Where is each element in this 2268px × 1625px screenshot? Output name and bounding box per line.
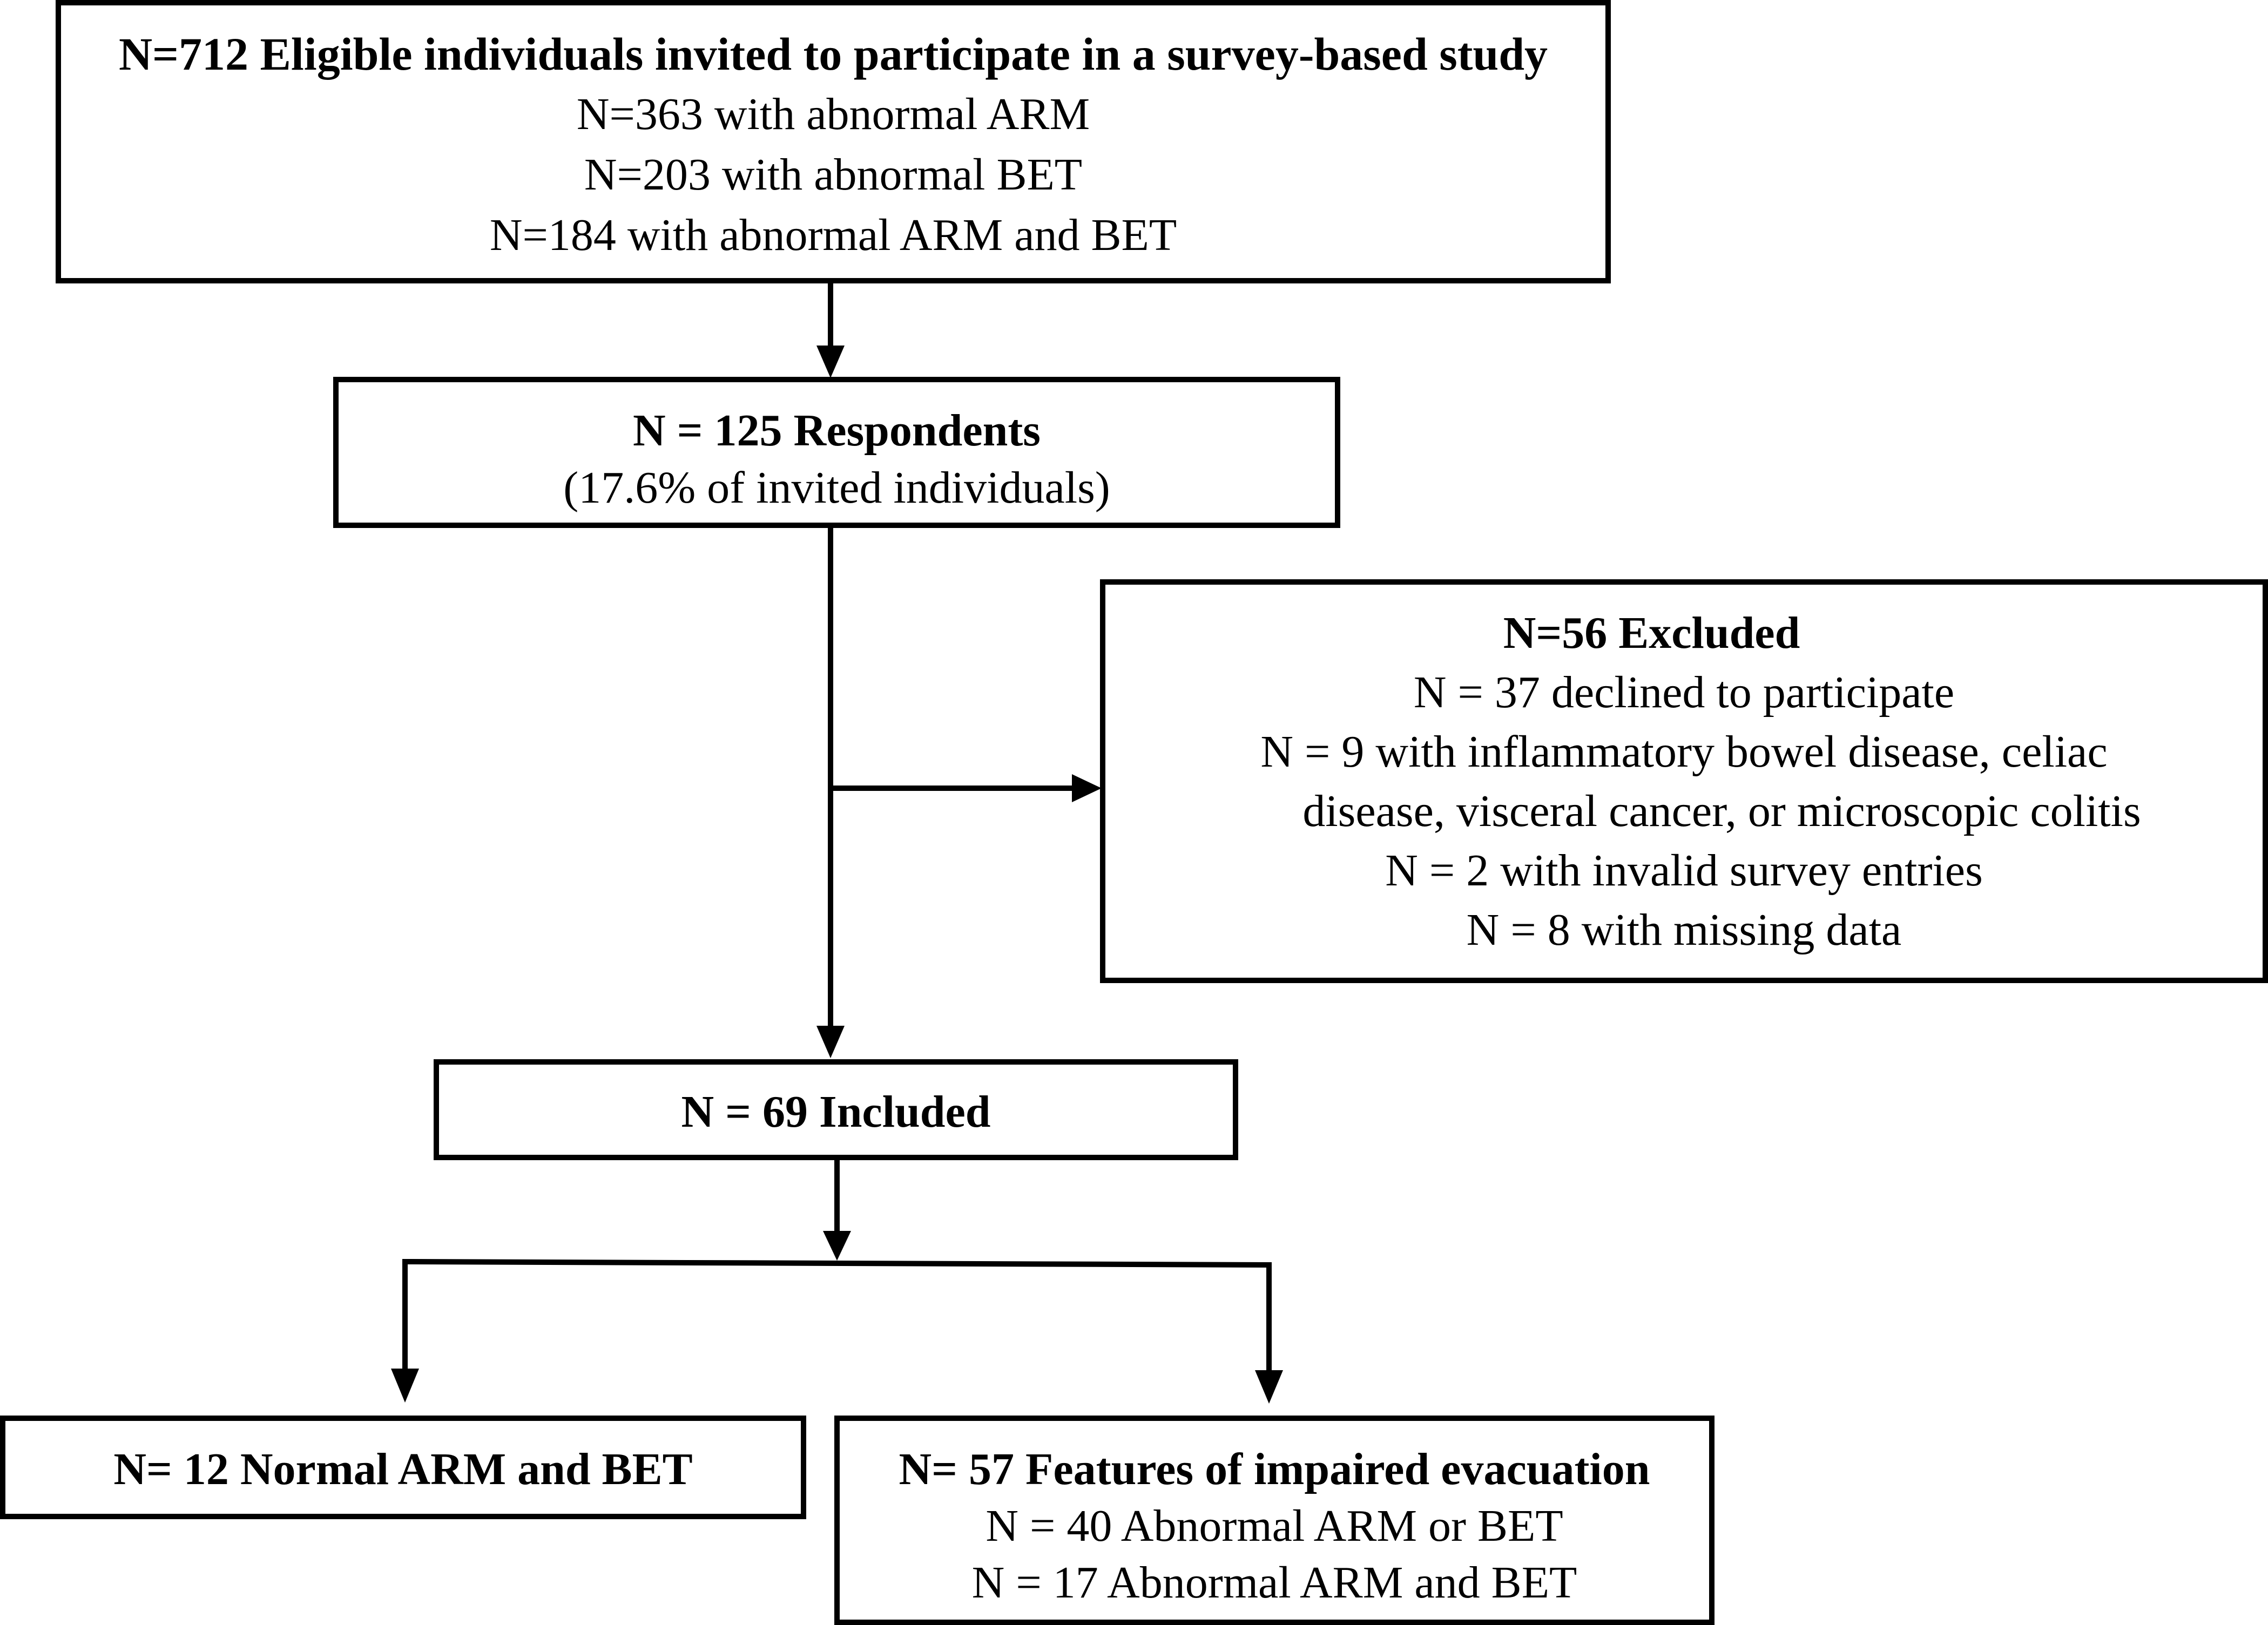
respondents-title: N = 125 Respondents xyxy=(633,405,1041,456)
invited-line-arm: N=363 with abnormal ARM xyxy=(576,89,1090,139)
arrowhead-included xyxy=(816,1026,845,1058)
invited-line-arm-bet: N=184 with abnormal ARM and BET xyxy=(489,210,1177,260)
excluded-ibd-line-1: N = 9 with inflammatory bowel disease, c… xyxy=(1260,727,2108,777)
impaired-box: N= 57 Features of impaired evacuation N … xyxy=(834,1416,1714,1625)
normal-box: N= 12 Normal ARM and BET xyxy=(0,1416,806,1519)
split-line xyxy=(402,1258,1272,1268)
arrowhead-impaired xyxy=(1255,1370,1283,1404)
normal-title: N= 12 Normal ARM and BET xyxy=(113,1444,693,1494)
arrowhead-respondents xyxy=(816,346,845,378)
impaired-and: N = 17 Abnormal ARM and BET xyxy=(971,1558,1577,1608)
arrowhead-split xyxy=(823,1231,851,1261)
respondents-box: N = 125 Respondents (17.6% of invited in… xyxy=(333,377,1340,528)
respondents-percent: (17.6% of invited individuals) xyxy=(563,463,1110,513)
excluded-missing: N = 8 with missing data xyxy=(1466,905,1902,955)
excluded-title: N=56 Excluded xyxy=(1503,608,1800,658)
excluded-declined: N = 37 declined to participate xyxy=(1413,667,1955,717)
arrowhead-normal xyxy=(391,1369,419,1403)
invited-line-bet: N=203 with abnormal BET xyxy=(584,150,1083,200)
impaired-title: N= 57 Features of impaired evacuation xyxy=(899,1444,1650,1494)
invited-title: N=712 Eligible individuals invited to pa… xyxy=(118,28,1548,80)
excluded-box: N=56 Excluded N = 37 declined to partici… xyxy=(1100,579,2268,983)
included-box: N = 69 Included xyxy=(434,1059,1238,1160)
included-title: N = 69 Included xyxy=(681,1087,991,1137)
excluded-ibd-line-2: disease, visceral cancer, or microscopic… xyxy=(1302,786,2141,836)
arrowhead-excluded xyxy=(1072,774,1102,802)
invited-box: N=712 Eligible individuals invited to pa… xyxy=(56,0,1611,283)
excluded-invalid: N = 2 with invalid survey entries xyxy=(1385,845,1983,896)
impaired-or: N = 40 Abnormal ARM or BET xyxy=(986,1501,1563,1551)
